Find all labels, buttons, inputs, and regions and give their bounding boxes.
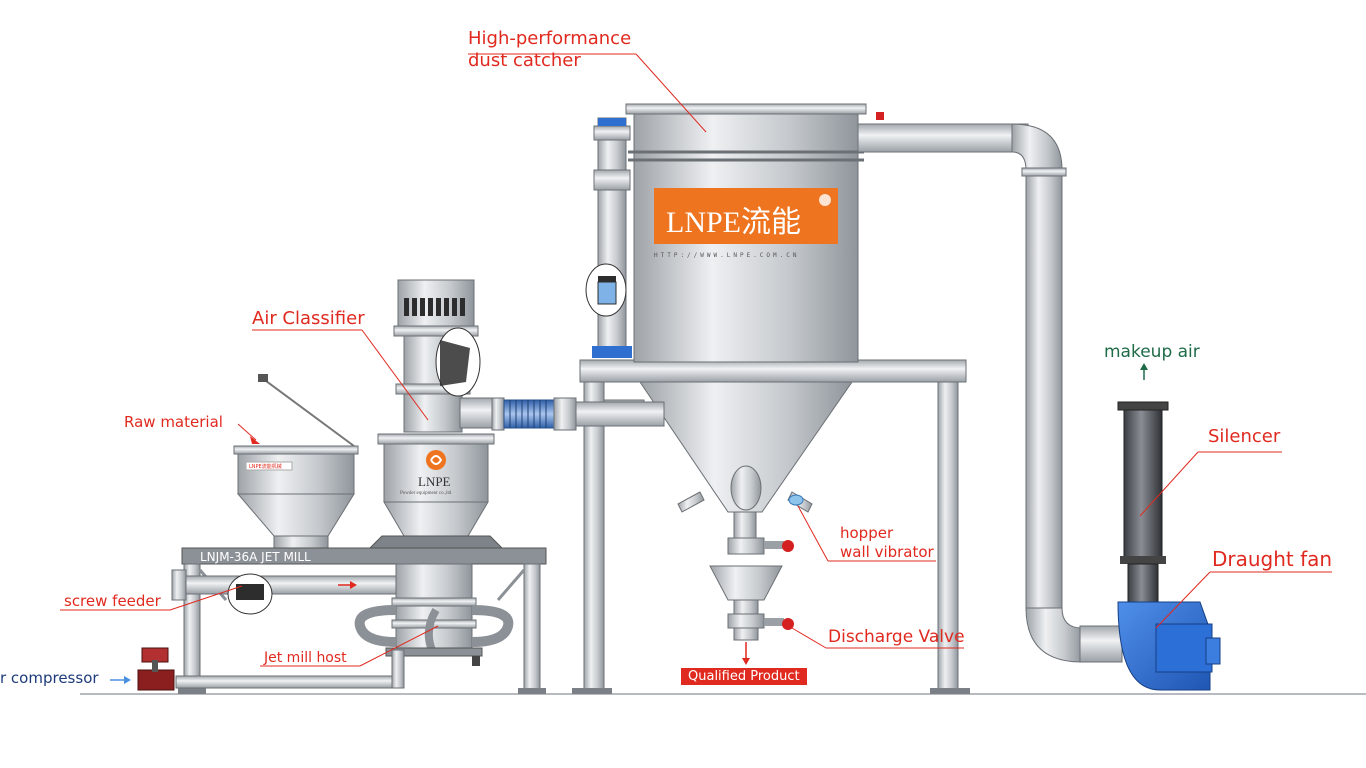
label-dust-catcher: High-performance dust catcher <box>468 28 632 71</box>
label-qualified-product: Qualified Product <box>681 668 807 685</box>
brand-website: HTTP://WWW.LNPE.COM.CN <box>654 252 799 259</box>
label-air-compressor: r compressor <box>0 669 99 687</box>
air-classifier <box>368 279 577 549</box>
leader-lines <box>60 53 1332 667</box>
label-discharge-valve: Discharge Valve <box>828 627 965 647</box>
label-draught-fan: Draught fan <box>1212 547 1333 571</box>
classifier-subtitle: Powder equipment co.,ltd <box>400 491 452 496</box>
brand-panel <box>654 188 838 244</box>
label-screw-feeder: screw feeder <box>64 592 161 610</box>
feed-hopper <box>233 374 359 559</box>
label-jet-mill-host: Jet mill host <box>264 650 347 666</box>
feeder-plate: LNPE流能机械 <box>249 463 282 470</box>
label-silencer: Silencer <box>1208 426 1281 447</box>
silencer-fan <box>1117 363 1221 691</box>
label-makeup-air: makeup air <box>1104 342 1200 362</box>
label-air-classifier: Air Classifier <box>252 308 365 329</box>
label-jet-mill-model: LNJM-36A JET MILL <box>200 550 311 564</box>
label-hopper-vibrator: hopper wall vibrator <box>840 524 934 561</box>
classifier-logo: LNPE <box>418 474 451 489</box>
brand-logo: LNPE流能 <box>666 206 801 239</box>
label-raw-material: Raw material <box>124 413 223 431</box>
dust-catcher <box>572 103 1123 694</box>
jet-mill-frame <box>110 547 547 694</box>
brand-emblem <box>819 194 831 206</box>
